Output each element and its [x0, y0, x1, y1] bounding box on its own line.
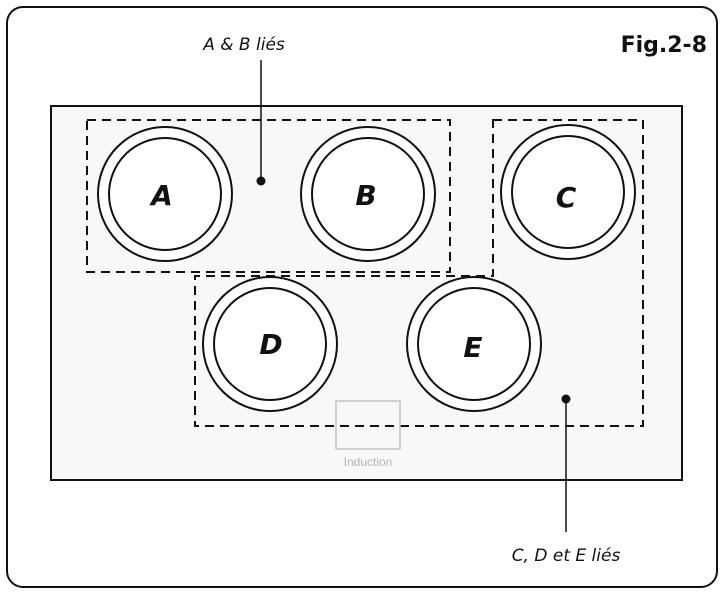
zone-label-a: A [149, 179, 173, 212]
callout-ab-linked: A & B liés [202, 35, 285, 55]
zone-label-c: C [556, 181, 577, 214]
group-cde-boundary [194, 119, 644, 427]
induction-symbol [335, 400, 401, 450]
zone-label-b: B [355, 179, 376, 212]
induction-label: Induction [344, 455, 393, 469]
callout-cde-linked: C, D et E liés [512, 546, 621, 566]
cooking-zone-a: A [97, 126, 233, 262]
group-ab-boundary [86, 119, 451, 273]
cooking-zone-c: C [500, 124, 636, 260]
cooking-zone-e: E [406, 276, 542, 412]
cooking-zone-d: D [202, 276, 338, 412]
cooking-zone-b: B [300, 126, 436, 262]
induction-logo: Induction [335, 400, 401, 469]
callout-ab-dot [256, 176, 266, 186]
zone-label-e: E [463, 331, 482, 364]
figure-label: Fig.2-8 [621, 33, 707, 58]
zone-label-d: D [259, 328, 282, 361]
